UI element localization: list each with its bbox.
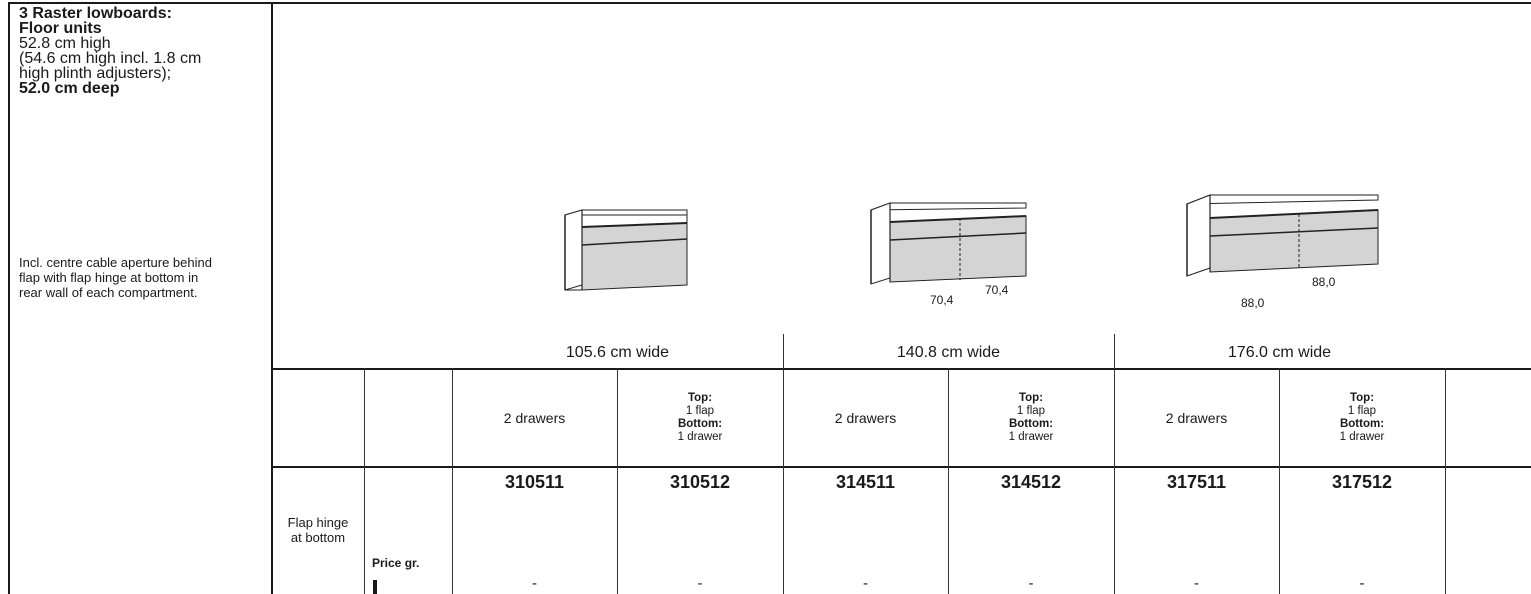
bottom-key: Bottom: xyxy=(1008,418,1054,430)
article-code: 314512 xyxy=(1000,472,1062,492)
article-code: 310511 xyxy=(504,472,565,492)
price-value: - xyxy=(697,575,703,592)
article-code: 317511 xyxy=(1166,472,1227,492)
mid-dim-left: 70,4 xyxy=(930,293,954,307)
col-divider-h xyxy=(1445,368,1446,594)
cable-aperture-note: Incl. centre cable aperture behind flap … xyxy=(19,255,264,300)
large-dim-right: 88,0 xyxy=(1312,275,1336,289)
bottom-value: 1 drawer xyxy=(677,431,723,443)
col-divider-d xyxy=(783,368,784,594)
variants-row-bottom xyxy=(271,466,1531,468)
width-label-140: 140.8 cm wide xyxy=(896,344,1001,361)
price-value: - xyxy=(1028,575,1034,592)
title-line-1: 3 Raster lowboards: xyxy=(19,5,172,22)
adjuster-text-2: high plinth adjusters); xyxy=(19,65,172,82)
col-divider-c xyxy=(617,368,618,594)
width-divider-2 xyxy=(1114,334,1115,368)
width-label-105: 105.6 cm wide xyxy=(565,344,670,361)
height-text: 52.8 cm high xyxy=(19,35,111,52)
note-line-3: rear wall of each compartment. xyxy=(19,285,198,300)
variant-label: 2 drawers xyxy=(503,410,566,426)
lowboard-140-drawing xyxy=(870,202,1027,285)
bottom-key: Bottom: xyxy=(677,418,723,430)
price-value: - xyxy=(863,575,868,592)
width-divider-1 xyxy=(783,334,784,368)
width-label-176: 176.0 cm wide xyxy=(1227,344,1332,361)
col-divider-e xyxy=(948,368,949,594)
variant-label: 2 drawers xyxy=(1165,410,1228,426)
top-key: Top: xyxy=(687,392,713,404)
price-value: - xyxy=(532,575,537,592)
variant-label: 2 drawers xyxy=(834,410,897,426)
note-line-2: flap with flap hinge at bottom in xyxy=(19,270,199,285)
price-value: - xyxy=(1359,575,1365,592)
large-dim-left: 88,0 xyxy=(1241,296,1265,310)
col-divider-b xyxy=(452,368,453,594)
lowboard-105-drawing xyxy=(564,209,688,291)
variant-2-drawers-105: 2 drawers xyxy=(452,370,617,466)
variant-2-drawers-140: 2 drawers xyxy=(783,370,948,466)
bottom-key: Bottom: xyxy=(1339,418,1385,430)
product-title-block: 3 Raster lowboards: Floor units 52.8 cm … xyxy=(19,5,259,97)
top-key: Top: xyxy=(1018,392,1044,404)
variant-flap-drawer-140: Top: 1 flap Bottom: 1 drawer xyxy=(948,370,1114,466)
flap-hinge-label: Flap hinge at bottom xyxy=(272,515,364,545)
mid-dim-right: 70,4 xyxy=(985,283,1009,297)
widths-row-bottom xyxy=(271,368,1531,370)
price-value: - xyxy=(1194,575,1199,592)
col-divider-a xyxy=(364,368,365,594)
top-key: Top: xyxy=(1349,392,1375,404)
bottom-value: 1 drawer xyxy=(1008,431,1054,443)
variant-flap-drawer-105: Top: 1 flap Bottom: 1 drawer xyxy=(617,370,783,466)
adjuster-text-1: (54.6 cm high incl. 1.8 cm xyxy=(19,50,202,67)
top-value: 1 flap xyxy=(1347,405,1377,417)
note-line-1: Incl. centre cable aperture behind xyxy=(19,255,212,270)
row-label-line-2: at bottom xyxy=(290,530,346,545)
depth-text: 52.0 cm deep xyxy=(19,80,120,97)
article-code: 310512 xyxy=(669,472,731,492)
variant-2-drawers-176: 2 drawers xyxy=(1114,370,1279,466)
top-value: 1 flap xyxy=(1016,405,1046,417)
col-divider-g xyxy=(1279,368,1280,594)
left-border xyxy=(8,2,10,594)
lowboard-176-drawing xyxy=(1186,194,1379,277)
title-line-2: Floor units xyxy=(19,20,102,37)
row-label-line-1: Flap hinge xyxy=(287,515,349,530)
top-value: 1 flap xyxy=(685,405,715,417)
price-group-marker xyxy=(373,580,377,594)
article-code: 314511 xyxy=(835,472,896,492)
article-code: 317512 xyxy=(1331,472,1393,492)
bottom-value: 1 drawer xyxy=(1339,431,1385,443)
col-divider-f xyxy=(1114,368,1115,594)
top-border xyxy=(8,2,1531,4)
title-column-divider xyxy=(271,2,273,594)
price-group-label: Price gr. xyxy=(372,556,420,570)
variant-flap-drawer-176: Top: 1 flap Bottom: 1 drawer xyxy=(1279,370,1445,466)
